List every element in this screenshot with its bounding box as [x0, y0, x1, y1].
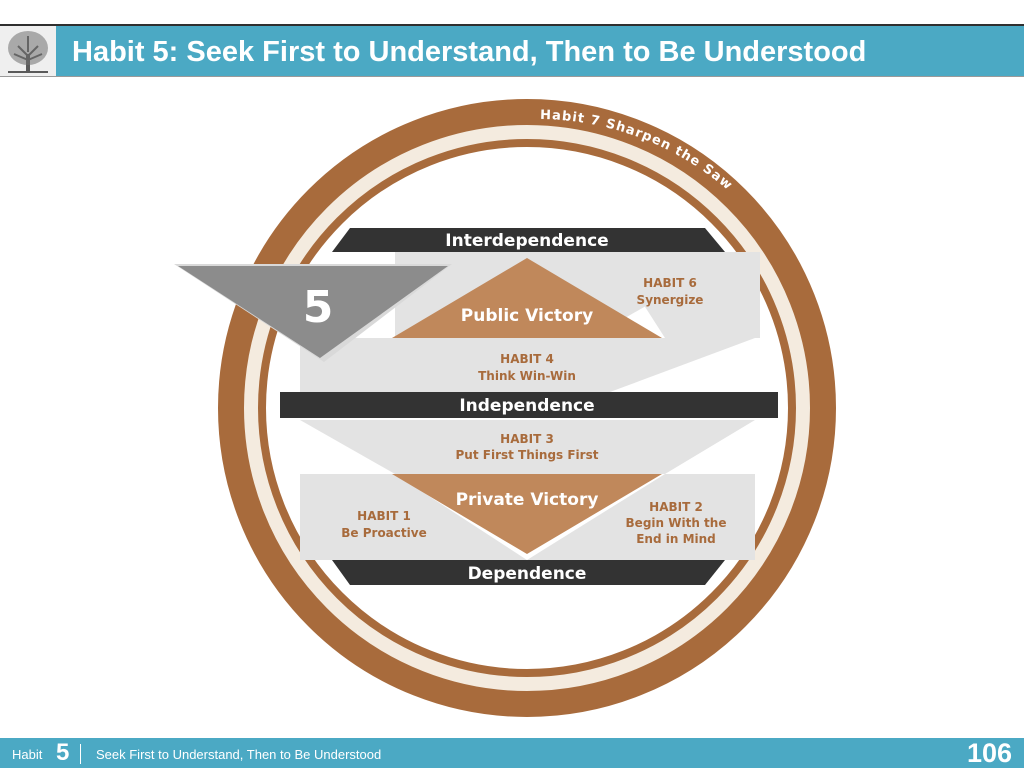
upper-lower-panel — [300, 338, 755, 392]
independence-label: Independence — [459, 396, 594, 416]
habit6-label: HABIT 6 — [643, 276, 697, 290]
habit3-label: HABIT 3 — [500, 432, 554, 446]
lower-upper-panel — [300, 420, 755, 474]
title-bar: Habit 5: Seek First to Understand, Then … — [56, 26, 1024, 76]
habit4-label: HABIT 4 — [500, 352, 554, 366]
top-rule — [0, 24, 1024, 26]
page-title: Habit 5: Seek First to Understand, Then … — [72, 36, 867, 68]
footer-separator — [80, 744, 81, 764]
habits-diagram: Habit 7 Sharpen the Saw Interdependence … — [174, 99, 836, 717]
footer-habit-label: Habit — [12, 747, 43, 762]
habit4-name: Think Win-Win — [478, 369, 576, 383]
habit5-arrow — [178, 266, 448, 358]
habit2-label: HABIT 2 — [649, 500, 703, 514]
private-victory-triangle — [392, 474, 662, 554]
private-victory-label: Private Victory — [456, 490, 599, 510]
habit1-panel — [300, 474, 527, 560]
habit1-label: HABIT 1 — [357, 509, 411, 523]
dependence-label: Dependence — [468, 564, 587, 584]
outer-ring — [218, 99, 836, 717]
header-divider — [0, 76, 1024, 77]
habit2-name-line1: Begin With the — [626, 516, 727, 530]
habit5-number: 5 — [303, 282, 334, 333]
habit2-panel — [527, 474, 755, 560]
tree-logo — [0, 26, 56, 76]
habit3-name: Put First Things First — [456, 448, 599, 462]
habit6-panel — [610, 252, 760, 338]
public-victory-label: Public Victory — [461, 306, 593, 326]
dependence-band — [332, 560, 725, 585]
public-victory-triangle — [392, 258, 662, 338]
footer-bar: Habit 5 Seek First to Understand, Then t… — [0, 738, 1024, 768]
habit1-name: Be Proactive — [341, 526, 426, 540]
ring-separator — [247, 128, 807, 688]
habit6-name: Synergize — [637, 293, 704, 307]
interdependence-label: Interdependence — [445, 231, 608, 251]
footer-habit-number: 5 — [56, 739, 70, 766]
interdependence-band — [332, 228, 725, 252]
page-number: 106 — [966, 738, 1012, 768]
independence-band — [280, 392, 778, 418]
footer-title: Seek First to Understand, Then to Be Und… — [96, 747, 382, 762]
habit2-name-line2: End in Mind — [636, 532, 716, 546]
tree-icon — [8, 31, 48, 73]
